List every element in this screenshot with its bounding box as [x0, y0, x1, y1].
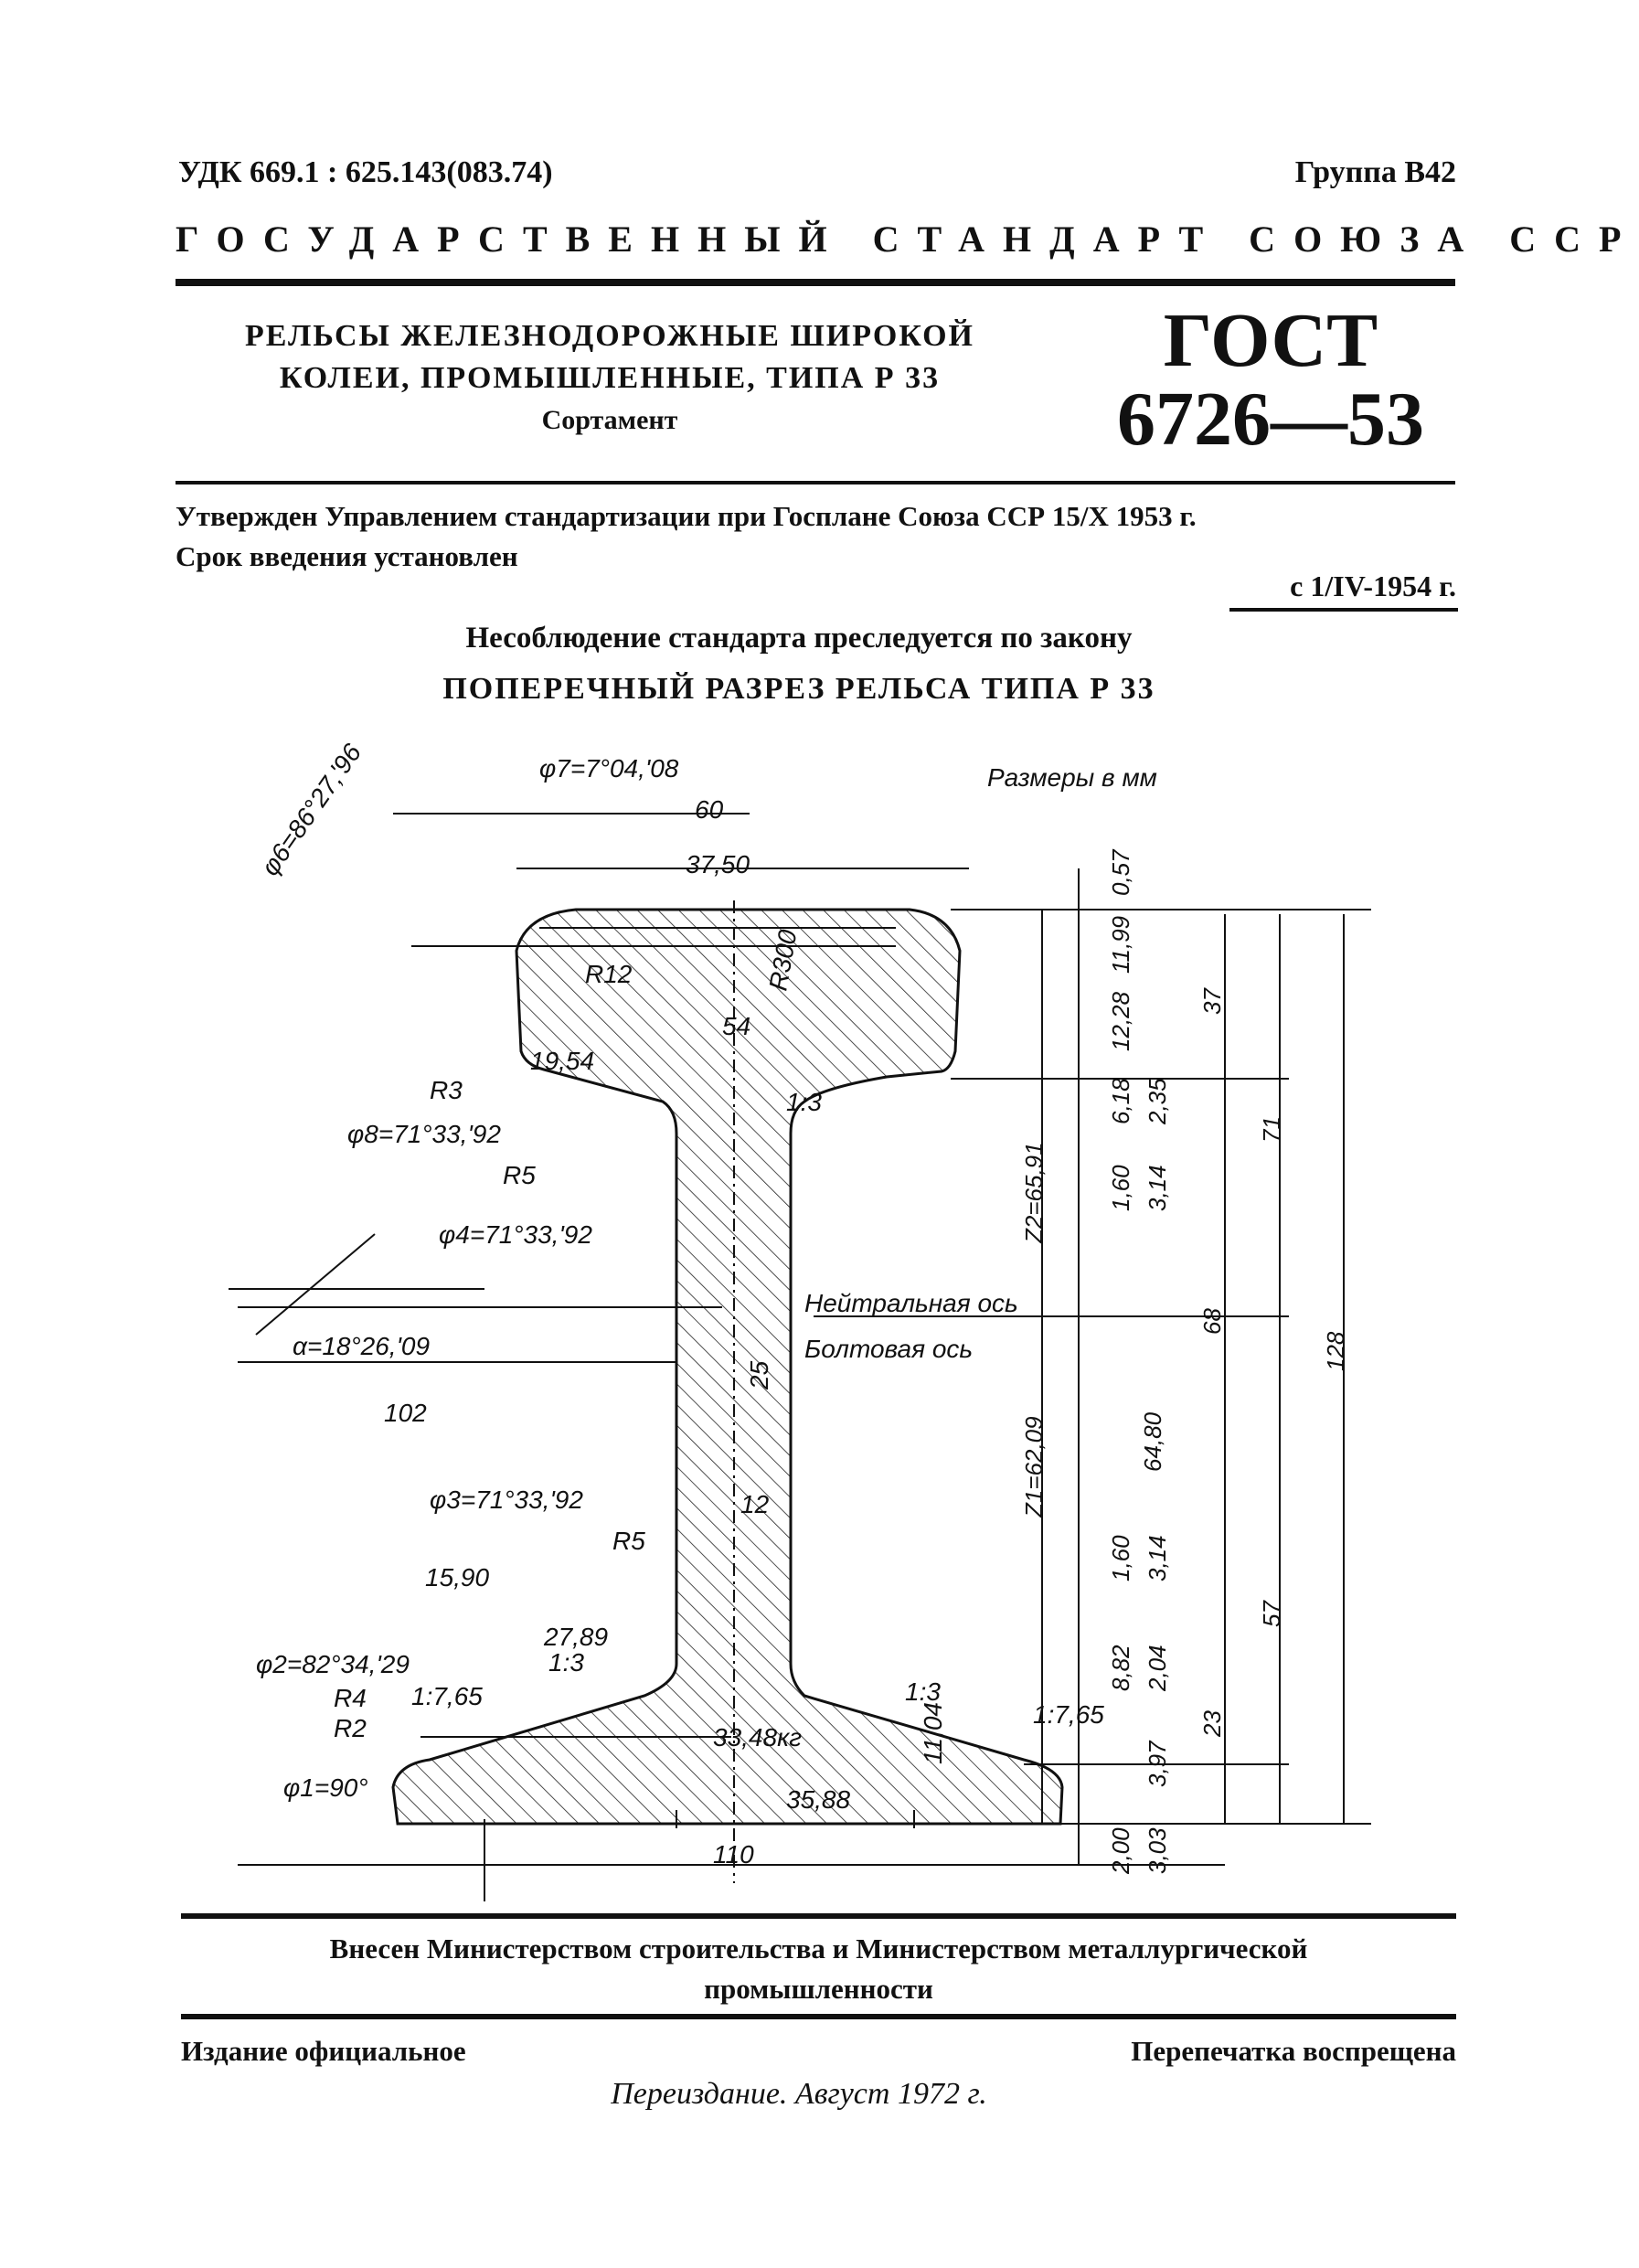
- radius-r3: R3: [430, 1076, 463, 1104]
- dim-102: 102: [384, 1399, 427, 1427]
- rail-cross-section-drawing: Размеры в мм φ7=7°04,'08 φ6=86°27,'96 60…: [229, 739, 1371, 1901]
- edition-label: Издание официальное: [181, 2035, 466, 2067]
- dim-64-80: 64,80: [1139, 1411, 1166, 1472]
- title-line-1: РЕЛЬСЫ ЖЕЛЕЗНОДОРОЖНЫЕ ШИРОКОЙ: [245, 319, 974, 353]
- dim-71: 71: [1258, 1116, 1285, 1143]
- dim-0-57: 0,57: [1107, 848, 1134, 896]
- dim-37-50: 37,50: [686, 850, 750, 878]
- penalty-notice: Несоблюдение стандарта преследуется по з…: [465, 622, 1133, 655]
- dim-35-88: 35,88: [786, 1785, 850, 1814]
- footer-rule-bottom: [181, 2014, 1456, 2019]
- dim-1-60-top: 1,60: [1107, 1165, 1134, 1211]
- dim-2-35: 2,35: [1144, 1078, 1171, 1125]
- dim-60: 60: [695, 795, 724, 824]
- radius-r5-top: R5: [503, 1161, 536, 1189]
- angle-alpha: α=18°26,'09: [293, 1332, 430, 1360]
- slope-1-7-65-left: 1:7,65: [411, 1682, 483, 1710]
- radius-r2: R2: [334, 1714, 367, 1742]
- intro-term-text: Срок введения установлен: [176, 540, 518, 572]
- title-line-2: КОЛЕИ, ПРОМЫШЛЕННЫЕ, ТИПА Р 33: [279, 361, 941, 395]
- angle-phi2: φ2=82°34,'29: [256, 1650, 410, 1678]
- title-rule: [176, 481, 1455, 484]
- angle-phi8: φ8=71°33,'92: [347, 1120, 501, 1148]
- gost-number: 6726—53: [1117, 377, 1424, 462]
- units-note: Размеры в мм: [987, 763, 1157, 792]
- z2-distance: Z2=65,91: [1020, 1142, 1048, 1244]
- approved-text: Утвержден Управлением стандартизации при…: [176, 500, 1197, 532]
- dim-3-14-bottom: 3,14: [1144, 1535, 1171, 1581]
- introduced-line-1: Внесен Министерством строительства и Мин…: [329, 1933, 1308, 1965]
- footer-rule-top: [181, 1913, 1456, 1919]
- dim-2-00: 2,00: [1107, 1827, 1134, 1875]
- introduced-line-2: промышленности: [704, 1973, 933, 2005]
- dim-110: 110: [713, 1840, 754, 1869]
- dim-68: 68: [1198, 1308, 1226, 1335]
- udk-code: УДК 669.1 : 625.143(083.74): [178, 155, 553, 189]
- dim-27-89: 27,89: [543, 1623, 608, 1651]
- slope-1-3-left: 1:3: [548, 1648, 584, 1677]
- angle-phi3: φ3=71°33,'92: [430, 1485, 583, 1514]
- dim-1-60-bottom: 1,60: [1107, 1535, 1134, 1581]
- dim-15-90: 15,90: [425, 1563, 489, 1592]
- dim-57: 57: [1258, 1600, 1285, 1627]
- angle-phi1: φ1=90°: [283, 1773, 368, 1802]
- angle-phi4: φ4=71°33,'92: [439, 1220, 592, 1249]
- dim-8-82: 8,82: [1107, 1645, 1134, 1691]
- reissue-note: Переиздание. Август 1972 г.: [611, 2077, 987, 2111]
- dim-11-04: 11,04: [919, 1702, 947, 1764]
- z1-distance: Z1=62,09: [1020, 1416, 1048, 1518]
- dim-3-97: 3,97: [1144, 1740, 1171, 1787]
- dim-2-04: 2,04: [1144, 1645, 1171, 1692]
- state-standard-heading: ГОСУДАРСТВЕННЫЙ СТАНДАРТ СОЮЗА ССР: [176, 218, 1639, 260]
- angle-phi6: φ6=86°27,'96: [256, 739, 367, 881]
- neutral-axis-label: Нейтральная ось: [804, 1289, 1018, 1317]
- dim-23: 23: [1198, 1710, 1226, 1738]
- dim-11-99: 11,99: [1107, 916, 1134, 974]
- dim-3-03: 3,03: [1144, 1827, 1171, 1874]
- document-title: РЕЛЬСЫ ЖЕЛЕЗНОДОРОЖНЫЕ ШИРОКОЙ КОЛЕИ, ПР…: [176, 315, 1044, 442]
- dim-128: 128: [1322, 1331, 1349, 1371]
- gost-label: ГОСТ: [1163, 298, 1378, 383]
- title-subtitle: Сортамент: [541, 405, 678, 435]
- radius-r5-bottom: R5: [612, 1527, 645, 1555]
- dim-6-18: 6,18: [1107, 1078, 1134, 1124]
- section-title: ПОПЕРЕЧНЫЙ РАЗРЕЗ РЕЛЬСА ТИПА Р 33: [442, 672, 1155, 706]
- introduced-by: Внесен Министерством строительства и Мин…: [181, 1929, 1456, 2009]
- slope-head: 1:3: [786, 1088, 822, 1116]
- header-rule: [176, 279, 1455, 286]
- dim-19-54: 19,54: [530, 1047, 594, 1075]
- dim-12-28: 12,28: [1107, 991, 1134, 1051]
- radius-r12: R12: [585, 960, 633, 988]
- approval-block: Утвержден Управлением стандартизации при…: [176, 496, 1455, 577]
- radius-r4: R4: [334, 1684, 367, 1712]
- dim-12: 12: [740, 1490, 770, 1518]
- dim-3-14-top: 3,14: [1144, 1165, 1171, 1211]
- dim-37: 37: [1198, 987, 1226, 1015]
- rail-weight: 33,48кг: [713, 1723, 802, 1752]
- angle-phi7: φ7=7°04,'08: [539, 754, 679, 783]
- intro-date-rule: [1229, 608, 1458, 612]
- dim-25: 25: [745, 1360, 773, 1390]
- dim-54: 54: [722, 1012, 750, 1040]
- bolt-axis-label: Болтовая ось: [804, 1335, 973, 1363]
- group-code: Группа В42: [1294, 155, 1456, 189]
- intro-date: с 1/IV-1954 г.: [1290, 570, 1456, 602]
- gost-number-block: ГОСТ 6726—53: [1079, 302, 1463, 459]
- rail-profile: [391, 908, 1064, 1826]
- slope-1-3-right: 1:3: [905, 1677, 941, 1706]
- slope-1-7-65-right: 1:7,65: [1033, 1700, 1104, 1729]
- reprint-ban-label: Перепечатка воспрещена: [1131, 2035, 1456, 2067]
